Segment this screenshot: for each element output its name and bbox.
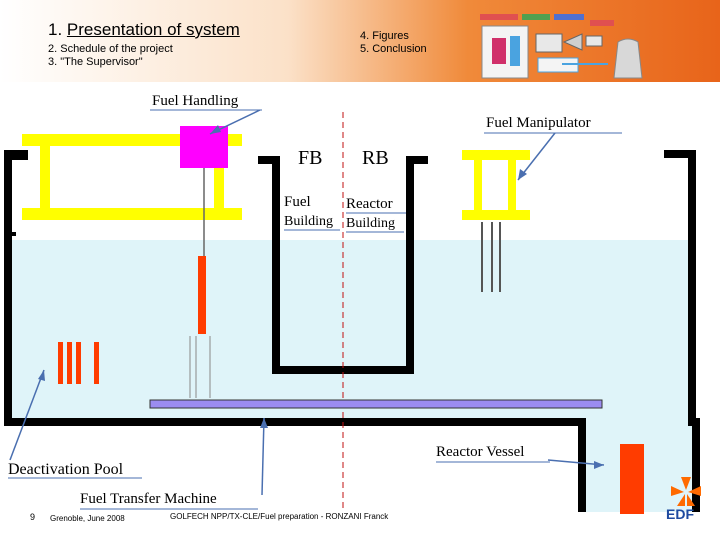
fb-label: FB [298, 147, 323, 169]
fm-leg-left [474, 160, 482, 212]
footer-location-date: Grenoble, June 2008 [50, 514, 125, 523]
fuel-manipulator-label: Fuel Manipulator [486, 115, 591, 131]
edf-logo-text: EDF [666, 506, 694, 522]
rack-fuel-3 [76, 342, 81, 384]
agenda-item-4: 4. Figures [360, 30, 409, 42]
section-title: 1. Presentation of system [48, 20, 240, 40]
fuel-handling-label: Fuel Handling [152, 93, 239, 109]
rack-fuel-1 [58, 342, 63, 384]
deactivation-pool-label: Deactivation Pool [8, 461, 124, 478]
building2-label: Building [346, 216, 396, 231]
pointer-transfer-machine [261, 417, 265, 496]
reactor-wall-top [664, 150, 696, 158]
pointer-deactivation-pool-head [38, 370, 45, 381]
pointer-deactivation-pool [9, 369, 45, 461]
rb-label: RB [362, 147, 389, 169]
rack-fuel-2 [67, 342, 72, 384]
pool-wall-top [4, 150, 28, 160]
pointer-fuel-handling-head [210, 125, 221, 134]
pool-wall [4, 150, 586, 512]
reactor-fuel [620, 444, 644, 514]
fm-leg-right [508, 160, 516, 212]
plant-schematic-icon [480, 14, 643, 79]
fuel-transfer-rail [149, 399, 603, 409]
header-band: 1. Presentation of system 2. Schedule of… [0, 0, 720, 82]
fh-gantry-leg-right [214, 146, 224, 208]
fuel-transfer-machine-label: Fuel Transfer Machine [80, 491, 217, 507]
reactor-wall [688, 150, 700, 512]
fh-gantry-leg-left [40, 146, 50, 208]
fh-fuel-assembly [198, 256, 206, 334]
footer-reference: GOLFECH NPP/TX-CLE/Fuel preparation - RO… [170, 512, 389, 521]
section-title-number: 1. [48, 20, 63, 39]
reactor-word-label: Reactor [346, 196, 393, 212]
edf-logo-icon [671, 477, 701, 506]
building-divider-wall [272, 160, 414, 374]
pointer-reactor-vessel-head [594, 461, 604, 469]
section-title-text: Presentation of system [66, 20, 240, 39]
fm-bottom-beam [462, 210, 530, 220]
fh-gantry-bottom [22, 208, 242, 220]
agenda-item-5: 5. Conclusion [360, 43, 427, 55]
reactor-vessel-label: Reactor Vessel [436, 444, 525, 460]
building1-label: Building [284, 214, 334, 229]
pointer-transfer-machine-head [260, 418, 268, 428]
fuel-word-label: Fuel [284, 194, 311, 210]
pool-water [12, 240, 696, 422]
page-number: 9 [30, 512, 36, 522]
fm-top-beam [462, 150, 530, 160]
fh-trolley [180, 126, 228, 168]
agenda-item-3: 3. "The Supervisor" [48, 56, 143, 68]
rack-fuel-4 [94, 342, 99, 384]
pointer-fuel-manipulator-head [518, 169, 527, 180]
agenda-item-2: 2. Schedule of the project [48, 43, 173, 55]
pool-wall-notch [4, 232, 16, 236]
agenda-left: 2. Schedule of the project 3. "The Super… [48, 43, 173, 69]
divider-cap-right [406, 156, 428, 164]
divider-cap-left [258, 156, 280, 164]
agenda-right: 4. Figures 5. Conclusion [360, 30, 427, 56]
